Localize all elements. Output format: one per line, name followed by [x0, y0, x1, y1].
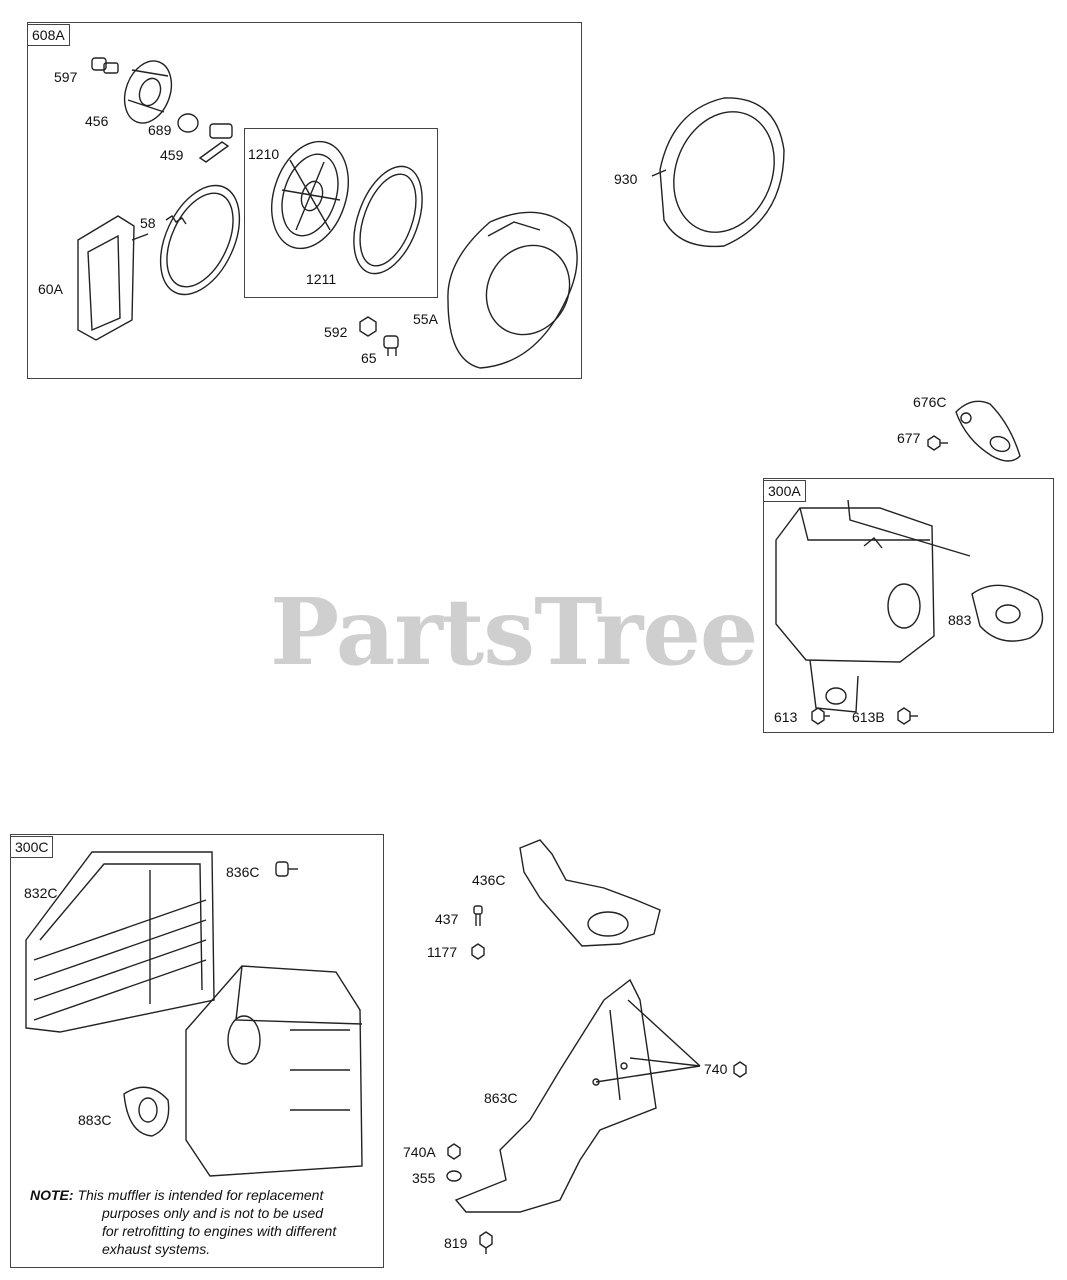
- group-608A-tag: 608A: [27, 24, 70, 46]
- group-1210-1211-frame: [244, 128, 438, 298]
- group-300C-frame: [10, 834, 384, 1268]
- group-300C-tag: 300C: [10, 836, 54, 858]
- label-930: 930: [614, 171, 638, 187]
- label-1210: 1210: [248, 146, 280, 162]
- label-836C: 836C: [226, 864, 260, 880]
- gasket-883C-drawing: [123, 1086, 170, 1137]
- bolt-677-drawing: [927, 435, 948, 451]
- label-65: 65: [361, 350, 377, 366]
- bolt-437-drawing: [473, 905, 483, 926]
- watermark: PartsTree: [270, 578, 758, 686]
- elbow-436C-drawing: [519, 839, 661, 947]
- label-689: 689: [148, 122, 172, 138]
- note-line-2: purposes only and is not to be used: [102, 1205, 324, 1221]
- label-883: 883: [948, 612, 972, 628]
- note-line-3: for retrofitting to engines with differe…: [102, 1223, 337, 1239]
- housing-456-drawing: [123, 60, 173, 124]
- muffler-300C-drawing: [185, 965, 363, 1177]
- label-436C: 436C: [472, 872, 506, 888]
- label-459: 459: [160, 147, 184, 163]
- label-1177: 1177: [427, 944, 458, 960]
- washer-355-drawing: [446, 1170, 462, 1182]
- label-592: 592: [324, 324, 348, 340]
- nut-1177-drawing: [471, 943, 485, 960]
- note-prefix: NOTE:: [30, 1187, 74, 1203]
- group-300A-tag: 300A: [763, 480, 806, 502]
- note-line-4: exhaust systems.: [102, 1241, 211, 1257]
- label-677: 677: [897, 430, 921, 446]
- guard-832C-drawing: [25, 851, 215, 1033]
- bolt-613-drawing: [811, 707, 830, 725]
- label-613B: 613B: [852, 709, 885, 725]
- label-883C: 883C: [78, 1112, 112, 1128]
- label-863C: 863C: [484, 1090, 518, 1106]
- label-60A: 60A: [38, 281, 63, 297]
- bolt-819-drawing: [479, 1231, 493, 1254]
- label-58: 58: [140, 215, 156, 231]
- label-597: 597: [54, 69, 78, 85]
- label-819: 819: [444, 1235, 468, 1251]
- cover-676C-drawing: [955, 400, 1021, 462]
- shroud-930-drawing: [651, 97, 785, 248]
- note-line-1: This muffler is intended for replacement: [77, 1187, 324, 1203]
- handle-60A-drawing: [77, 215, 149, 341]
- nut-592-drawing: [359, 316, 377, 337]
- label-832C: 832C: [24, 885, 58, 901]
- label-1211: 1211: [306, 271, 337, 287]
- muffler-300A-drawing: [775, 499, 971, 713]
- label-740: 740: [704, 1061, 728, 1077]
- label-55A: 55A: [413, 311, 438, 327]
- label-740A: 740A: [403, 1144, 436, 1160]
- label-676C: 676C: [913, 394, 947, 410]
- bolt-613B-drawing: [897, 707, 918, 725]
- label-355: 355: [412, 1170, 436, 1186]
- replacement-note: NOTE: This muffler is intended for repla…: [30, 1186, 370, 1258]
- label-613: 613: [774, 709, 798, 725]
- ring-689-drawing: [177, 113, 199, 133]
- pawl-459-drawing: [198, 123, 233, 163]
- spring-1211-drawing: [353, 165, 423, 275]
- bolt-597-drawing: [91, 57, 119, 74]
- group-300A-frame: [763, 478, 1054, 733]
- blower-housing-55A-drawing: [447, 211, 578, 369]
- bolt-836C-drawing: [275, 861, 298, 877]
- label-437: 437: [435, 911, 459, 927]
- spring-58-drawing: [159, 184, 241, 296]
- label-456: 456: [85, 113, 109, 129]
- group-608A-frame: [27, 22, 582, 379]
- leader-740-lines: [595, 999, 701, 1083]
- bolt-65-drawing: [383, 335, 399, 356]
- gasket-883-drawing: [971, 584, 1044, 642]
- nut-740A-drawing: [447, 1143, 461, 1160]
- nut-740-drawing: [733, 1061, 747, 1078]
- pulley-1210-drawing: [271, 140, 349, 250]
